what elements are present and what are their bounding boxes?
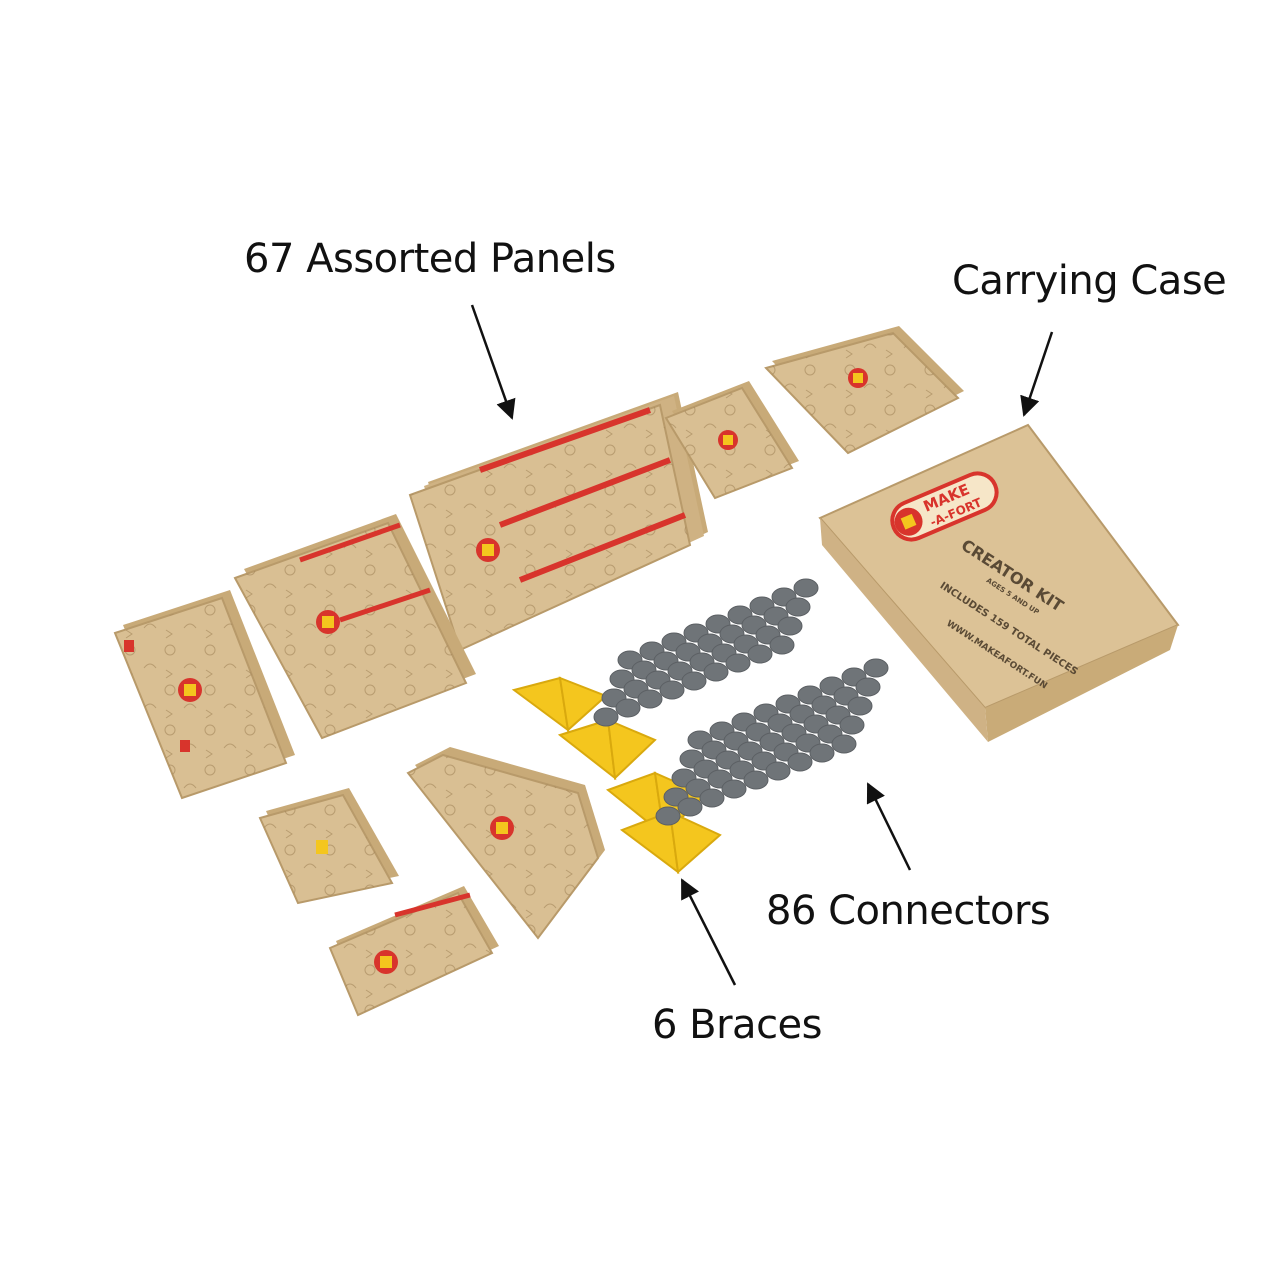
connector-disc [831, 734, 857, 754]
panel-stack-small-bottom [328, 886, 499, 1017]
connector-disc [747, 644, 773, 664]
arrow-braces [680, 878, 737, 986]
label-carrying-case: Carrying Case [952, 258, 1227, 304]
panel-stack-medium [233, 514, 476, 740]
label-braces: 6 Braces [652, 1002, 823, 1048]
panel-stack-angled [406, 747, 605, 940]
callout-arrows [470, 304, 1054, 986]
connector-disc [677, 797, 703, 817]
connector-disc [847, 696, 873, 716]
connector-disc [615, 698, 641, 718]
connector-disc [785, 597, 811, 617]
brace [619, 810, 722, 875]
arrow-connectors [866, 782, 912, 871]
connector-disc [769, 635, 795, 655]
connector-disc [809, 743, 835, 763]
connector-disc [787, 752, 813, 772]
connector-disc [793, 578, 819, 598]
connector-disc [765, 761, 791, 781]
connectors-group [593, 578, 889, 826]
panel-stack-narrow [113, 590, 295, 800]
arrow-panels [470, 304, 516, 420]
panel-stack-small-top [664, 381, 799, 500]
connector-disc [703, 662, 729, 682]
panel-stack-trapezoid-top [764, 326, 964, 455]
brace [511, 676, 608, 733]
label-connectors: 86 Connectors [766, 888, 1051, 934]
connector-disc [839, 715, 865, 735]
connector-disc [743, 770, 769, 790]
panel-stack-small-square [258, 788, 399, 905]
brace [557, 718, 657, 781]
connector-disc [681, 671, 707, 691]
connector-disc [655, 806, 681, 826]
connector-disc [699, 788, 725, 808]
label-assorted-panels: 67 Assorted Panels [244, 236, 616, 282]
connector-disc [855, 677, 881, 697]
connector-disc [593, 707, 619, 727]
panel-stack-large [408, 392, 708, 652]
connector-disc [725, 653, 751, 673]
connector-disc [637, 689, 663, 709]
connector-disc [659, 680, 685, 700]
arrow-case [1020, 331, 1054, 417]
connector-disc [863, 658, 889, 678]
connector-disc [777, 616, 803, 636]
carrying-case: MAKE -A-FORT CREATOR KIT AGES 5 AND UP I… [818, 423, 1180, 742]
connector-disc [721, 779, 747, 799]
